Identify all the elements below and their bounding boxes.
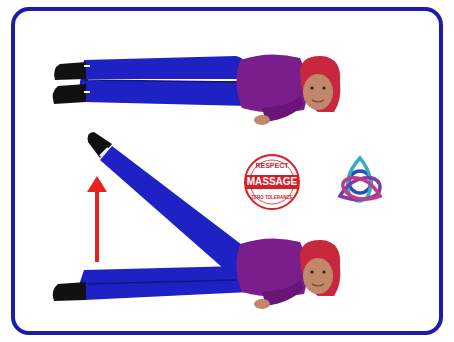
- raised-leg-figure: [53, 132, 341, 309]
- logo-ring: [245, 155, 299, 209]
- respect-logo: [245, 155, 299, 209]
- logo-top-text: RESPECT: [255, 162, 288, 169]
- logo-bottom-text: ZERO TOLERANCE: [251, 196, 293, 201]
- knot-loop: [343, 178, 380, 199]
- eye: [310, 270, 313, 273]
- hair: [300, 240, 340, 296]
- raised-leg: [100, 146, 246, 276]
- fringe: [304, 249, 334, 264]
- triquetra-logo: [340, 158, 380, 201]
- mouth: [312, 284, 324, 286]
- logo-band: [245, 175, 299, 189]
- shoe: [88, 132, 112, 158]
- logo-main-text: MASSAGE: [247, 177, 298, 187]
- eye: [322, 86, 325, 89]
- movement-arrow: [87, 176, 107, 262]
- start-position-figure: [53, 54, 341, 125]
- mouth: [312, 100, 324, 102]
- face: [303, 258, 333, 294]
- shoe: [53, 84, 86, 104]
- shoe: [54, 62, 86, 80]
- sock: [100, 148, 108, 156]
- hand: [254, 299, 270, 309]
- lower-leg: [80, 266, 251, 300]
- leg-shade: [88, 280, 236, 284]
- knot-loop: [340, 178, 380, 200]
- fringe: [304, 65, 334, 80]
- face: [303, 74, 333, 110]
- frame-border: [13, 9, 441, 333]
- hand: [254, 115, 270, 125]
- arrow-shaft: [95, 190, 99, 262]
- hair: [300, 56, 340, 112]
- shoe: [53, 282, 86, 301]
- sock: [84, 66, 90, 92]
- legs: [80, 56, 251, 106]
- leg-shade: [84, 80, 236, 82]
- arrow-head: [87, 176, 107, 192]
- eye: [322, 270, 325, 273]
- eye: [310, 86, 313, 89]
